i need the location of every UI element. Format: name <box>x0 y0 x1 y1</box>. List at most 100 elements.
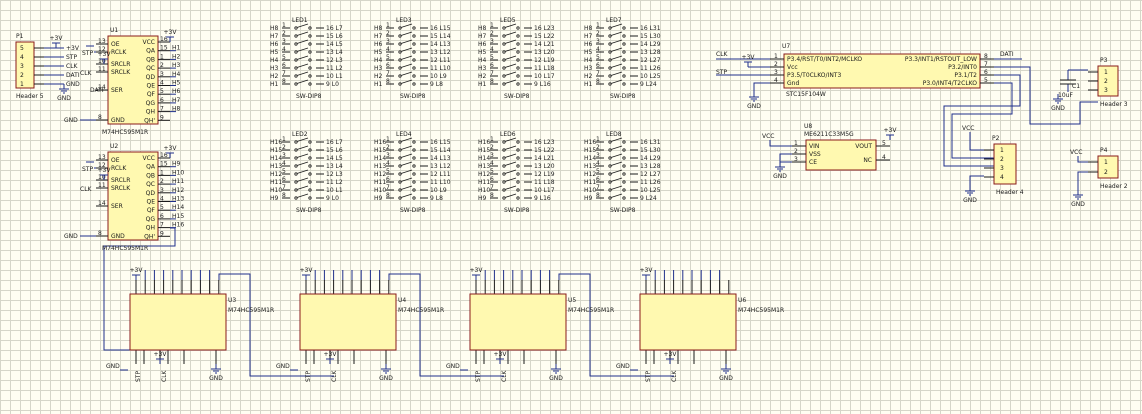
u7-ref: U7 <box>782 43 790 50</box>
p4-vcc-label: VCC <box>1070 149 1082 156</box>
dip-pin-number: 3 <box>386 152 390 159</box>
power-label: +3V <box>884 127 898 134</box>
u8-pin-number: 4 <box>882 154 886 161</box>
dip-lever <box>400 161 413 166</box>
u2-pin-number: 8 <box>98 230 102 237</box>
u2-pin-number: 5 <box>160 204 164 211</box>
dip-contact <box>516 66 520 70</box>
u2-pin-name: SER <box>111 203 123 210</box>
p2-name: Header 4 <box>996 189 1024 196</box>
dip-left-net: H12 <box>478 171 490 178</box>
dip-contact <box>308 172 312 176</box>
dip-right-net: 13 L4 <box>326 49 343 56</box>
dip-contact <box>308 42 312 46</box>
dip-left-net: H7 <box>478 33 487 40</box>
u8-ground: GND <box>773 162 787 180</box>
p3-pin-number: 3 <box>1104 87 1108 94</box>
dip-left-net: H7 <box>374 33 383 40</box>
dip-lever <box>610 153 623 158</box>
dip-contact <box>502 156 506 160</box>
u1-stp-label: STP <box>82 50 93 57</box>
dip-left-net: H3 <box>374 65 383 72</box>
dip-right-net: 14 L13 <box>430 155 451 162</box>
dip-contact <box>608 172 612 176</box>
dip-lever <box>400 145 413 150</box>
dip-contact <box>608 74 612 78</box>
bottom-chip-gnd-label: GND <box>616 363 630 370</box>
dip-left-net: H3 <box>584 65 593 72</box>
dip-right-net: 15 L22 <box>534 147 555 154</box>
dip-pin-number: 6 <box>282 176 286 183</box>
dip-pin-number: 8 <box>490 78 494 85</box>
ground-label: GND <box>773 173 787 180</box>
bottom-chip-ref: U4 <box>398 297 406 304</box>
dip-left-net: H6 <box>478 41 487 48</box>
u7-clk-label: CLK <box>716 51 729 58</box>
dip-contact <box>412 156 416 160</box>
dip-pin-number: 5 <box>490 168 494 175</box>
dip-contact <box>502 50 506 54</box>
c1-value: 10uF <box>1058 92 1073 99</box>
u1-pin-name: QA <box>146 48 156 55</box>
dip-lever <box>610 177 623 182</box>
dip-left-net: H15 <box>270 147 282 154</box>
dip-contact <box>516 34 520 38</box>
dip-contact <box>622 58 626 62</box>
dip-right-net: 14 L5 <box>326 155 343 162</box>
dip-left-net: H4 <box>270 57 279 64</box>
dip-left-net: H10 <box>270 187 282 194</box>
u7-body <box>783 53 981 89</box>
dip-lever <box>610 79 623 84</box>
dip-lever <box>610 137 623 142</box>
dip-left-net: H9 <box>584 195 593 202</box>
dip-contact <box>398 82 402 86</box>
dip-right-net: 12 L11 <box>430 57 451 64</box>
dip-lever <box>400 79 413 84</box>
u2-ref: U2 <box>110 143 118 150</box>
dip-right-net: 15 L30 <box>640 147 661 154</box>
dip-right-net: 11 L26 <box>640 179 661 186</box>
dip-left-net: H15 <box>374 147 386 154</box>
dip-left-net: H6 <box>584 41 593 48</box>
dip-left-net: H16 <box>270 139 282 146</box>
dip-contact <box>516 164 520 168</box>
bottom-chip-stp-label: STP <box>305 371 312 382</box>
dip-pin-number: 8 <box>282 192 286 199</box>
p4-ref: P4 <box>1100 147 1108 154</box>
dip-contact <box>502 82 506 86</box>
dip-pin-number: 2 <box>386 30 390 37</box>
u2-cascade-wire <box>103 227 176 351</box>
p1-net-label: GND <box>66 81 80 88</box>
dip-left-net: H6 <box>270 41 279 48</box>
ground-label: GND <box>57 95 71 102</box>
dip-right-net: 13 L20 <box>534 163 555 170</box>
u1-out-net: H4 <box>172 71 181 78</box>
dip-pin-number: 2 <box>490 30 494 37</box>
dip-contact <box>308 74 312 78</box>
dip-contact <box>308 196 312 200</box>
u2-pin-number: 3 <box>160 187 164 194</box>
dip-contact <box>516 26 520 30</box>
dip-contact <box>608 148 612 152</box>
dip-right-net: 14 L29 <box>640 155 661 162</box>
u7-pin-number: 5 <box>984 77 988 84</box>
dip-lever <box>504 145 517 150</box>
dip-pin-number: 6 <box>596 62 600 69</box>
u2-out-net: H12 <box>172 187 184 194</box>
dip-left-net: H5 <box>478 49 487 56</box>
p4-pin-number: 1 <box>1104 159 1108 166</box>
dip-contact <box>502 140 506 144</box>
dip-right-net: 15 L30 <box>640 33 661 40</box>
bottom-chip-ref: U6 <box>738 297 746 304</box>
dip-contact <box>398 164 402 168</box>
ground-label: GND <box>963 197 977 204</box>
p2-vcc-label: VCC <box>962 125 974 132</box>
dip-contact <box>622 74 626 78</box>
dip-contact <box>308 164 312 168</box>
dip-left-net: H11 <box>478 179 490 186</box>
u2-pin-name: VCC <box>143 155 155 162</box>
wire <box>969 132 984 151</box>
power-label: +3V <box>494 351 508 358</box>
u2-pin-number: 10 <box>98 174 106 181</box>
dip-left-net: H12 <box>584 171 596 178</box>
